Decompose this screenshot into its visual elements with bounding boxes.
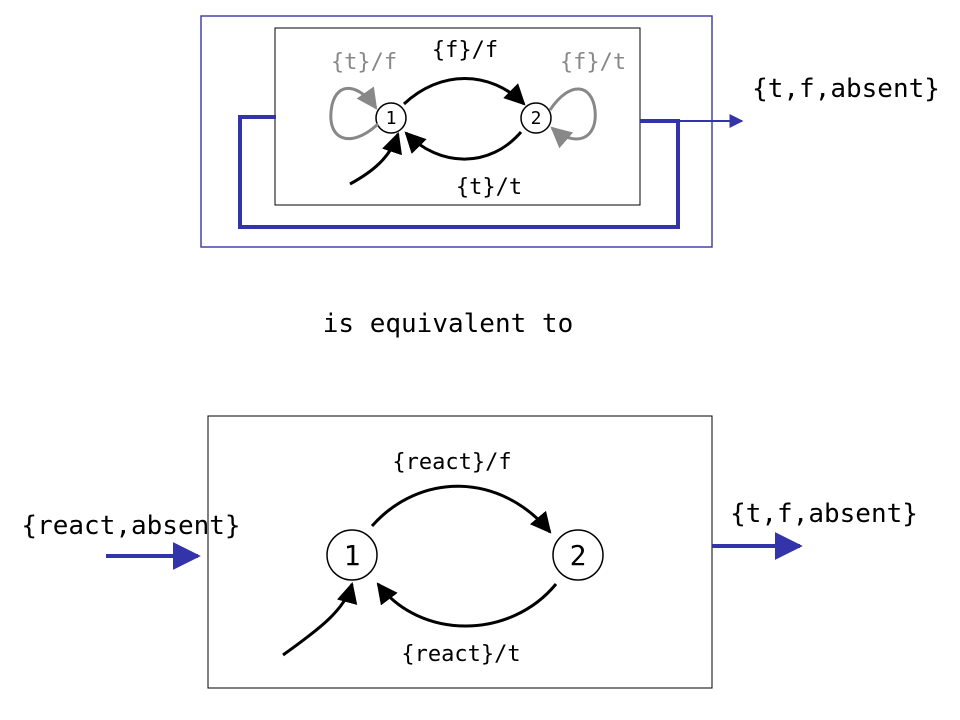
top-edge-2-to-1	[404, 131, 523, 161]
bottom-edge-1-to-2	[370, 484, 552, 534]
bottom-box	[207, 415, 713, 689]
top-output-set: {t,f,absent}	[752, 74, 940, 104]
bottom-label-1-to-2: {react}/f	[392, 450, 511, 475]
top-diagram: 1 2 {f}/f {t}/t {t}/f {f}/t {t,f,absent}	[200, 15, 940, 248]
top-outer-box	[200, 15, 713, 248]
equivalence-text: is equivalent to	[323, 309, 573, 339]
feedback-loop-line	[238, 115, 680, 229]
bottom-output-set: {t,f,absent}	[730, 499, 918, 529]
top-label-self-1: {t}/f	[331, 50, 397, 75]
top-state-2	[520, 102, 552, 134]
bottom-initial-arrow	[282, 581, 358, 657]
bottom-state-2	[552, 529, 604, 581]
bottom-diagram: 1 2 {react}/f {react}/t {react,absent} {…	[21, 415, 918, 689]
bottom-state-2-label: 2	[570, 539, 587, 572]
bottom-state-1	[326, 529, 378, 581]
top-initial-arrow	[349, 132, 402, 186]
top-state-1-label: 1	[386, 108, 397, 129]
bottom-state-1-label: 1	[344, 539, 361, 572]
top-state-2-label: 2	[531, 108, 542, 129]
top-selfloop-1	[329, 86, 380, 141]
top-selfloop-2	[548, 87, 597, 149]
bottom-input-set: {react,absent}	[21, 511, 240, 541]
top-edge-1-to-2	[402, 77, 526, 106]
bottom-label-2-to-1: {react}/t	[401, 642, 520, 667]
top-label-self-2: {f}/t	[560, 50, 626, 75]
top-label-2-to-1: {t}/t	[456, 175, 522, 200]
top-label-1-to-2: {f}/f	[432, 38, 498, 63]
bottom-edge-2-to-1	[376, 582, 558, 628]
